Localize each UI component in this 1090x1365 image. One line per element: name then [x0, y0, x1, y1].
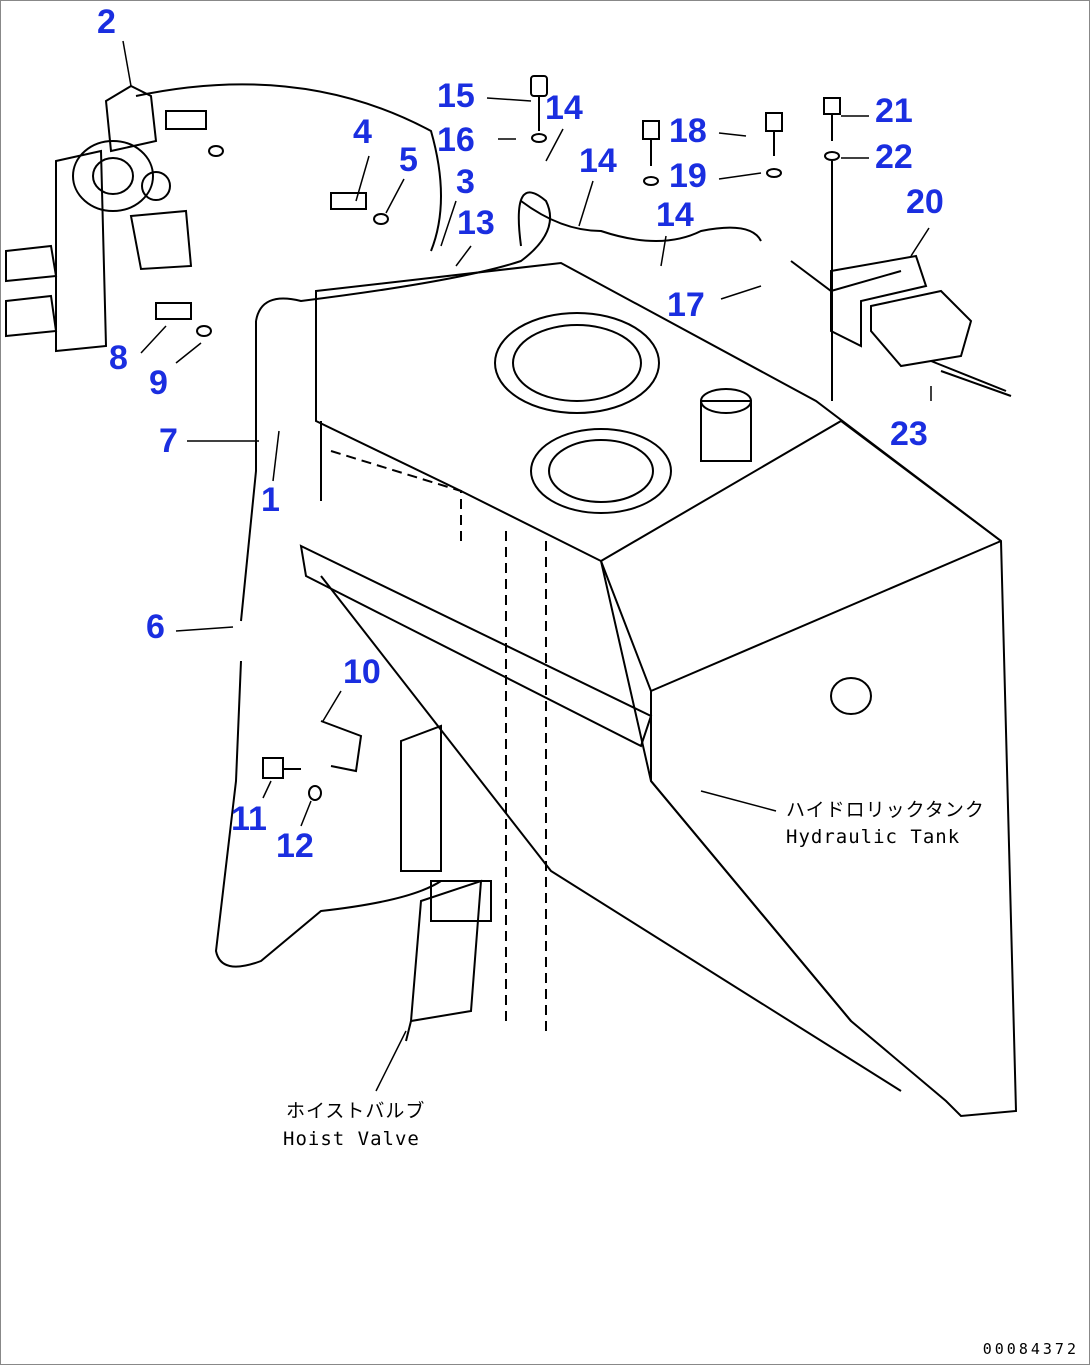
- callout-8[interactable]: 8: [109, 339, 128, 377]
- callout-16[interactable]: 16: [437, 121, 475, 159]
- fasteners: [155, 75, 1012, 801]
- hoist-valve-label-en: Hoist Valve: [283, 1128, 420, 1150]
- callout-17[interactable]: 17: [667, 286, 705, 324]
- callout-14-middle[interactable]: 14: [579, 142, 617, 180]
- callout-15[interactable]: 15: [437, 77, 475, 115]
- callout-23[interactable]: 23: [890, 415, 928, 453]
- callout-4[interactable]: 4: [353, 113, 372, 151]
- wiring-harness: [135, 83, 902, 1042]
- callout-6[interactable]: 6: [146, 608, 165, 646]
- callout-2[interactable]: 2: [97, 3, 116, 41]
- callout-14-upper[interactable]: 14: [545, 89, 583, 127]
- callout-21[interactable]: 21: [875, 92, 913, 130]
- callout-22[interactable]: 22: [875, 138, 913, 176]
- document-number: 00084372: [982, 1340, 1079, 1358]
- callout-20[interactable]: 20: [906, 183, 944, 221]
- callout-7[interactable]: 7: [159, 422, 178, 460]
- callout-11[interactable]: 11: [231, 800, 267, 838]
- callout-18[interactable]: 18: [669, 112, 707, 150]
- hoist-valve-label-jp: ホイストバルブ: [286, 1100, 426, 1122]
- callout-5[interactable]: 5: [399, 141, 418, 179]
- callout-3[interactable]: 3: [456, 163, 475, 201]
- callout-1[interactable]: 1: [261, 481, 280, 519]
- callout-19[interactable]: 19: [669, 157, 707, 195]
- callout-9[interactable]: 9: [149, 364, 168, 402]
- callout-14-right[interactable]: 14: [656, 196, 694, 234]
- hydraulic-tank-label-jp: ハイドロリックタンク: [786, 799, 985, 821]
- callout-13[interactable]: 13: [457, 204, 495, 242]
- hydraulic-tank: [299, 261, 1018, 1118]
- pump-assembly: [5, 84, 193, 353]
- leader-lines: [122, 40, 932, 1092]
- callout-10[interactable]: 10: [343, 653, 381, 691]
- callout-12[interactable]: 12: [276, 827, 314, 865]
- hydraulic-tank-label-en: Hydraulic Tank: [786, 826, 961, 848]
- valve-bracket: [400, 724, 492, 1023]
